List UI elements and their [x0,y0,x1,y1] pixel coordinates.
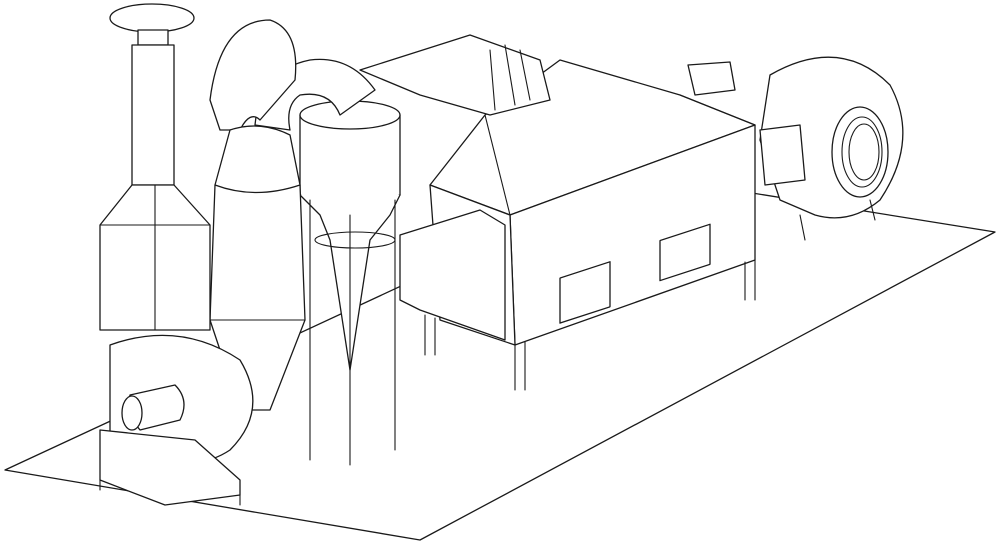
cyclone-large [209,19,306,411]
hopper-inlet [687,61,736,96]
dryer-housing [359,34,756,391]
blower-fan-right [759,56,904,241]
access-door-2 [659,223,711,282]
blower-fan-left [99,334,254,506]
access-door-1 [559,261,611,324]
exhaust-stack [99,3,211,331]
